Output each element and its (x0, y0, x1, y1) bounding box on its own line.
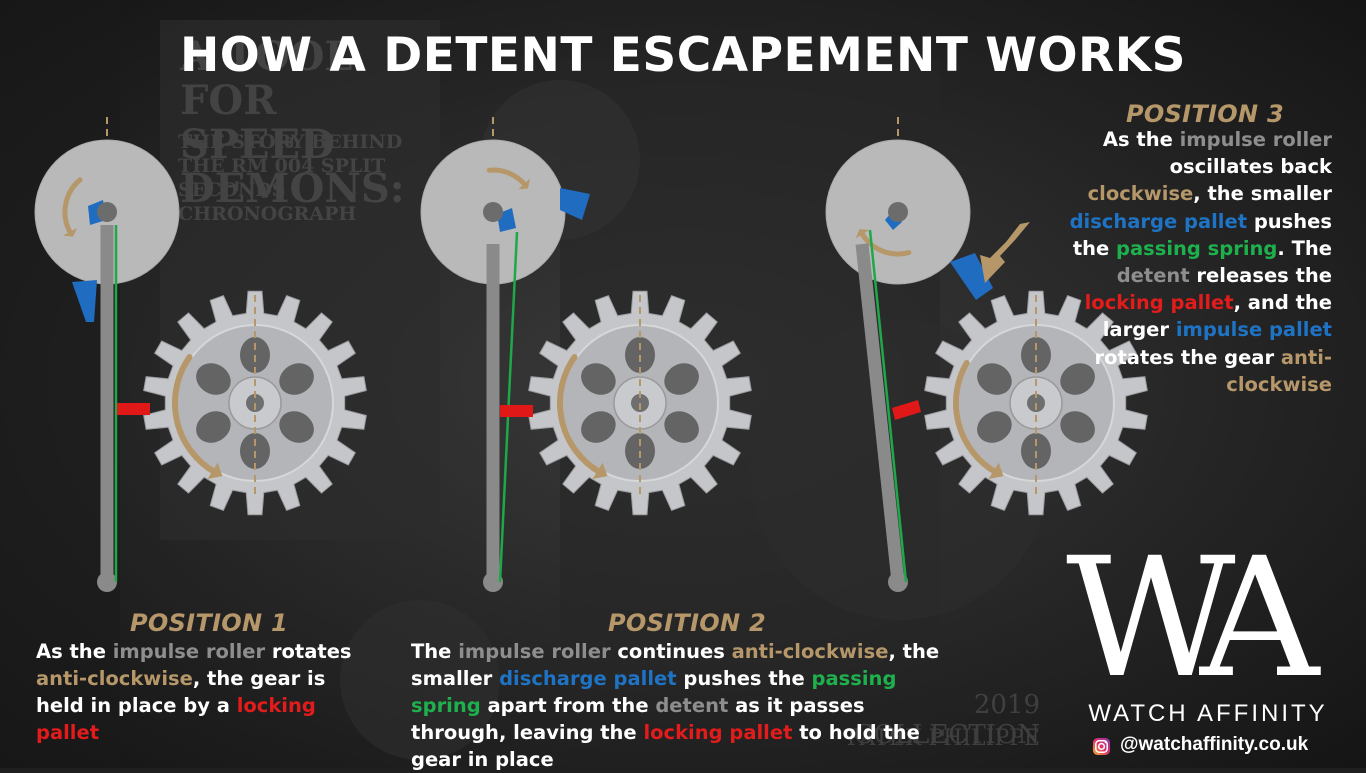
roller-rotation-arrow-head (62, 228, 77, 237)
desc-3-segment: discharge pallet (1069, 209, 1248, 233)
position-3-diagram (825, 117, 1148, 592)
desc-2-segment: locking pallet (643, 721, 793, 744)
desc-2-segment: apart from the (480, 694, 656, 717)
roller-rotation-arrow (486, 167, 528, 188)
position-3-description: As the impulse roller oscillates back cl… (1060, 126, 1332, 398)
impulse-pallet (72, 280, 97, 322)
detent-pivot (97, 572, 117, 592)
push-arrow (980, 222, 1030, 283)
gear-spoke-hole (279, 363, 314, 395)
desc-3-segment: impulse pallet (1175, 318, 1332, 342)
position-2-description: The impulse roller continues anti-clockw… (411, 638, 956, 773)
social-handle-link[interactable]: @watchaffinity.co.uk (1120, 734, 1309, 755)
position-1-heading: POSITION 1 (130, 609, 289, 637)
brand-name: WATCH AFFINITY (1088, 700, 1328, 727)
roller-rotation-arrow-head (855, 229, 870, 239)
desc-3-segment: clockwise (1087, 182, 1194, 206)
gear-rotation-arrow (172, 354, 218, 476)
roller-rotation-arrow (62, 177, 83, 236)
position-2-diagram (420, 117, 752, 592)
gear-spoke-hole (279, 411, 314, 443)
desc-1-segment: anti-clockwise (36, 667, 193, 690)
gear-spoke-hole (977, 411, 1012, 443)
desc-3-segment: , and the larger (1102, 291, 1332, 342)
gear-spoke-hole (664, 363, 699, 395)
gear-spoke-hole (196, 411, 231, 443)
desc-2-segment: to hold the gear in place (411, 721, 920, 771)
gear-spoke-hole (581, 363, 616, 395)
passing-spring (868, 229, 908, 583)
impulse-pallet (560, 188, 590, 220)
gear-spoke-hole (1060, 411, 1095, 443)
desc-2-segment: anti-clockwise (731, 640, 889, 663)
locking-pallet (892, 400, 921, 420)
position-1-diagram (34, 117, 367, 592)
gear-spoke-hole (1060, 363, 1095, 395)
gear-rotation-arrow-head (988, 462, 1004, 479)
locking-pallet (500, 405, 533, 417)
desc-1-segment: locking pallet (36, 694, 316, 744)
desc-2-segment: discharge pallet (499, 667, 677, 690)
desc-3-segment: pushes the (1072, 209, 1332, 260)
impulse-pallet (950, 253, 993, 300)
gear-rotation-arrow (953, 360, 999, 476)
desc-2-segment: passing spring (411, 667, 897, 717)
desc-2-segment: detent (655, 694, 729, 717)
desc-3-segment: rotates the gear (1094, 345, 1281, 369)
desc-3-segment: As the (1102, 128, 1180, 151)
gear-rotation-arrow-head (592, 462, 608, 479)
desc-2-segment: impulse roller (458, 640, 611, 663)
bg-headline: A TOOL FOR SPEED DEMONS: (180, 33, 405, 212)
bg-brand-text: PATEK PHILIPPE (846, 726, 1040, 751)
desc-3-segment: locking pallet (1084, 291, 1234, 315)
desc-3-segment: passing spring (1116, 236, 1278, 260)
desc-3-segment: detent (1116, 264, 1190, 288)
bg-subheadline: THE STORY BEHIND THE RM 004 SPLIT SECOND… (178, 131, 403, 225)
gear-rotation-arrow (557, 354, 603, 476)
desc-3-segment: impulse roller (1179, 128, 1332, 151)
desc-1-segment: , the gear is held in place by a (36, 667, 326, 717)
roller-arbor (483, 202, 503, 222)
gear-rotation-arrow-head (207, 462, 223, 479)
detent-pivot (888, 572, 908, 592)
gear-spoke-hole (977, 363, 1012, 395)
logo-letter-w: W (1066, 522, 1236, 714)
desc-2-segment: , the smaller (411, 640, 940, 690)
position-1-description: As the impulse roller rotates anti-clock… (36, 638, 376, 746)
roller-rotation-arrow (859, 230, 912, 257)
bg-collection-text: 2019 COLLECTION (853, 690, 1040, 750)
detent-pivot (483, 572, 503, 592)
desc-3-segment: oscillates back (1169, 155, 1332, 179)
gear-spoke-hole (664, 411, 699, 443)
desc-3-segment: . The (1277, 236, 1332, 260)
position-3-heading: POSITION 3 (1126, 100, 1285, 128)
roller-arbor (97, 202, 117, 222)
roller-arbor (888, 202, 908, 222)
desc-2-segment: continues (610, 640, 732, 663)
desc-3-segment: , the smaller (1193, 182, 1332, 206)
desc-1-segment: As the (36, 640, 113, 663)
detent-arm (855, 243, 905, 583)
logo-letter-a: A (1200, 522, 1320, 714)
desc-2-segment: The (411, 640, 459, 663)
desc-1-segment: rotates (265, 640, 352, 663)
desc-2-segment: as it passes through, leaving the (411, 694, 865, 744)
desc-3-segment: anti-clockwise (1226, 345, 1332, 396)
page-title: HOW A DETENT ESCAPEMENT WORKS (179, 28, 1187, 83)
roller-rotation-arrow-head (518, 178, 531, 190)
position-2-heading: POSITION 2 (608, 609, 767, 637)
gear-spoke-hole (196, 363, 231, 395)
desc-1-segment: impulse roller (112, 640, 266, 663)
locking-pallet (117, 403, 150, 415)
instagram-icon[interactable] (1092, 737, 1111, 756)
desc-3-segment: releases the (1189, 264, 1332, 288)
desc-2-segment: pushes the (676, 667, 812, 690)
gear-spoke-hole (581, 411, 616, 443)
